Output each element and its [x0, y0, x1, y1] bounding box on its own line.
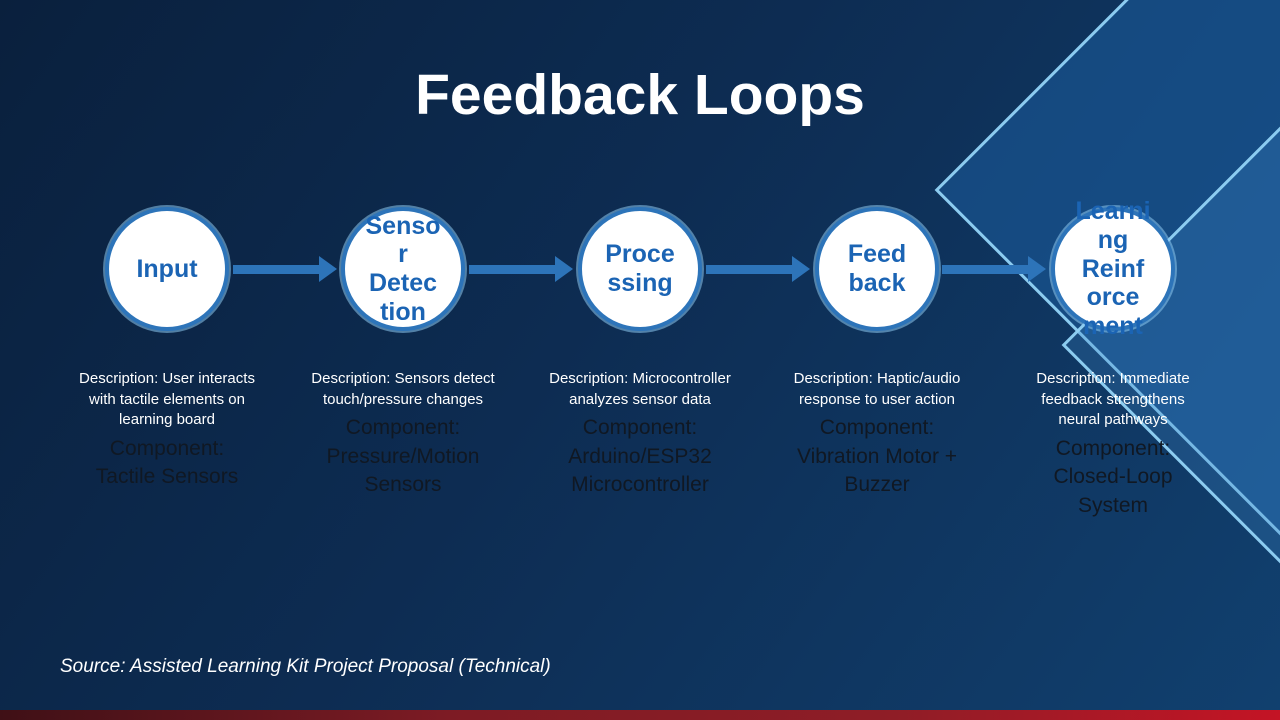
- arrow-head-icon: [319, 256, 337, 282]
- step-circle-processing: Proce ssing: [578, 207, 702, 331]
- step-description: Description: Haptic/audio response to us…: [793, 370, 961, 408]
- arrow-shaft: [942, 264, 1028, 274]
- step-component: Component: Closed-Loop System: [1053, 437, 1173, 517]
- step-label: Input: [136, 254, 198, 283]
- step-component: Component: Tactile Sensors: [95, 437, 239, 489]
- step-description: Description: Sensors detect touch/pressu…: [311, 370, 495, 408]
- step-description: Description: Immediate feedback strength…: [1036, 370, 1190, 429]
- arrow-shaft: [706, 264, 792, 274]
- slide-title: Feedback Loops: [415, 63, 865, 127]
- step-circle-input: Input: [105, 207, 229, 331]
- source-note: Source: Assisted Learning Kit Project Pr…: [60, 656, 551, 677]
- step-label: Learni ng Reinf orce ment: [1075, 197, 1151, 341]
- flow-step-learning-reinforcement: Learni ng Reinf orce ment Description: I…: [993, 197, 1233, 520]
- step-circle-learning-reinforcement: Learni ng Reinf orce ment: [1051, 197, 1175, 340]
- step-description: Description: Microcontroller analyzes se…: [549, 370, 731, 408]
- step-component: Component: Pressure/Motion Sensors: [326, 416, 480, 497]
- flow-step-input: Input Description: User interacts with t…: [47, 207, 287, 492]
- arrow-shaft: [233, 264, 319, 274]
- step-component: Component: Arduino/ESP32 Microcontroller: [568, 416, 712, 497]
- bottom-accent-bar: [0, 710, 1280, 720]
- arrow-shaft: [469, 264, 555, 274]
- flow-step-feedback: Feed back Description: Haptic/audio resp…: [757, 207, 997, 499]
- arrow-head-icon: [555, 256, 573, 282]
- flow-arrow-3: [706, 256, 810, 282]
- step-label: Senso r Detec tion: [365, 211, 441, 326]
- step-circle-feedback: Feed back: [815, 207, 939, 331]
- step-description: Description: User interacts with tactile…: [79, 370, 255, 429]
- step-component: Component: Vibration Motor + Buzzer: [796, 416, 958, 497]
- step-label: Proce ssing: [605, 240, 675, 297]
- flow-arrow-1: [233, 256, 337, 282]
- arrow-head-icon: [1028, 256, 1046, 282]
- step-label: Feed back: [847, 240, 907, 297]
- flow-step-sensor-detection: Senso r Detec tion Description: Sensors …: [283, 207, 523, 499]
- flow-arrow-4: [942, 256, 1046, 282]
- flow-step-processing: Proce ssing Description: Microcontroller…: [520, 207, 760, 499]
- arrow-head-icon: [792, 256, 810, 282]
- flow-arrow-2: [469, 256, 573, 282]
- step-circle-sensor-detection: Senso r Detec tion: [341, 207, 465, 331]
